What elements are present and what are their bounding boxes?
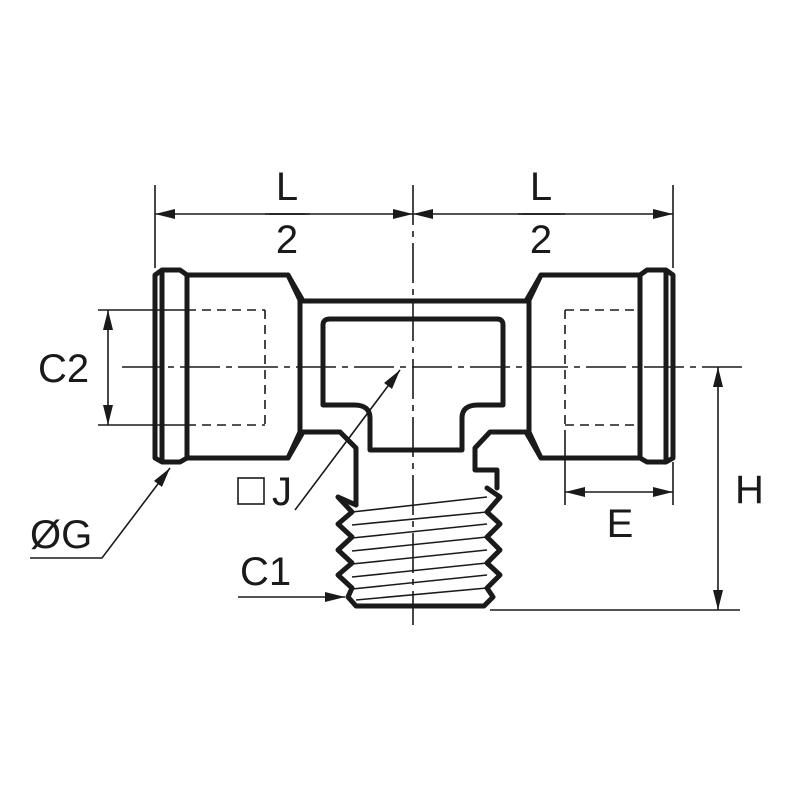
- hidden-lines: [187, 309, 640, 426]
- leader-j: [294, 369, 401, 511]
- label-l-left: L: [276, 165, 298, 209]
- label-e: E: [607, 502, 634, 546]
- label-j: J: [272, 470, 292, 514]
- label-c2: C2: [38, 347, 89, 391]
- leader-g: [30, 467, 171, 559]
- right-nut-outline: [637, 267, 676, 465]
- right-body-bottom: [472, 429, 643, 491]
- center-lines: [122, 185, 745, 625]
- thread-stub-outline: [335, 485, 503, 609]
- fitting-body: [152, 267, 676, 609]
- label-l-right: L: [530, 165, 552, 209]
- label-2-left: 2: [276, 218, 298, 262]
- label-c1: C1: [240, 550, 291, 594]
- right-body-outline: [410, 272, 643, 304]
- label-2-right: 2: [530, 218, 552, 262]
- right-neck: [526, 272, 544, 461]
- left-body-bottom: [184, 429, 359, 508]
- dimension-l-half: [154, 185, 674, 268]
- left-neck: [285, 272, 303, 461]
- label-h: H: [735, 468, 764, 512]
- dimension-c2: [98, 309, 187, 426]
- square-wrench-icon: [237, 477, 265, 505]
- label-diameter-g: ØG: [30, 513, 92, 557]
- dimension-e: [564, 430, 674, 505]
- thread-lines: [351, 496, 488, 601]
- dimension-h: [490, 367, 740, 611]
